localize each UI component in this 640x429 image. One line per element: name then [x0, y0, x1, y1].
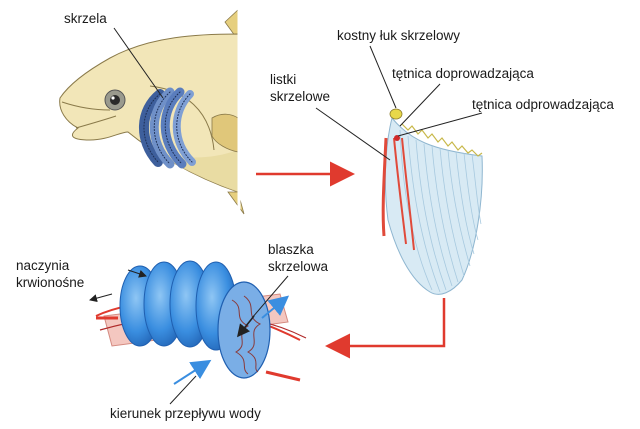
label-naczynia-line1: naczynia [16, 258, 70, 273]
arrow-filament-to-lamellae [325, 298, 446, 359]
leader-skrzela [113, 27, 164, 99]
fish-head [59, 7, 245, 215]
bony-arch [389, 108, 403, 120]
label-kostny-luk: kostny łuk skrzelowy [337, 28, 460, 43]
label-skrzela: skrzela [64, 11, 107, 26]
water-flow-arrow [173, 359, 212, 385]
gill-filaments [381, 108, 483, 295]
label-tetnica-odprowadzajaca: tętnica odprowadzająca [472, 97, 614, 112]
artery-dot [394, 135, 400, 141]
label-kierunek: kierunek przepływu wody [110, 406, 261, 421]
label-blaszka-line1: blaszka [268, 242, 314, 257]
label-naczynia-line2: krwionośne [16, 275, 84, 290]
label-listki-line1: listki [270, 72, 296, 87]
label-tetnica-doprowadzajaca: tętnica doprowadzająca [392, 66, 534, 81]
label-blaszka-line2: skrzelowa [268, 259, 329, 274]
label-listki-line2: skrzelowe [270, 89, 330, 104]
gill-lamellae [95, 260, 307, 382]
fish-gills [139, 87, 196, 169]
